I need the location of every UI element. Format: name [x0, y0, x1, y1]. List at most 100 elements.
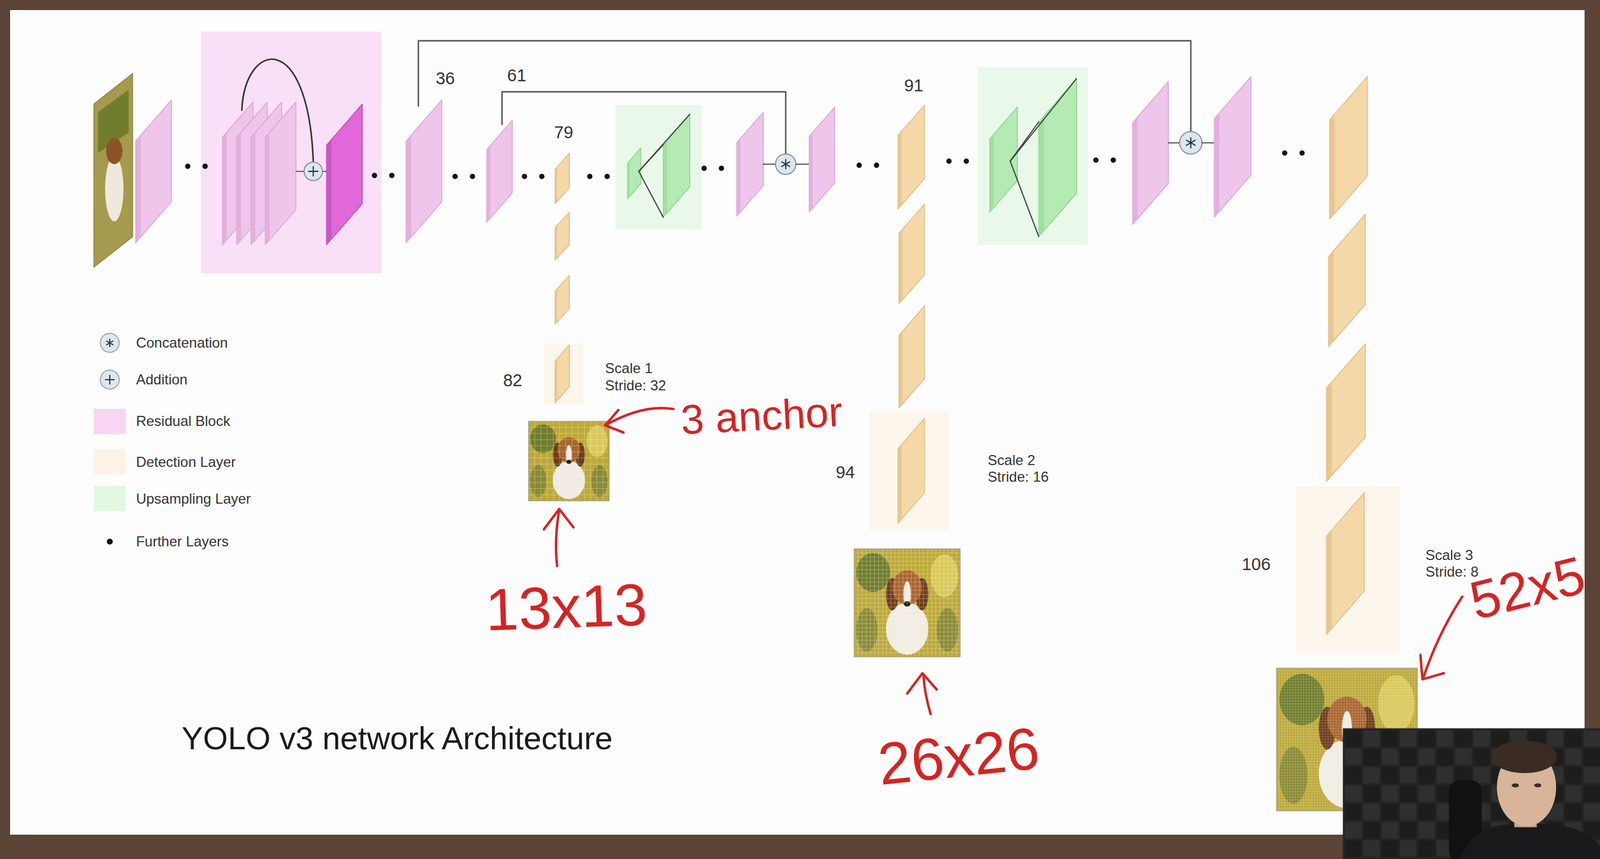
- operation-symbol: [100, 333, 120, 353]
- further-layers-dot: [604, 173, 611, 180]
- acoustic-foam: [1418, 730, 1436, 748]
- acoustic-foam: [1363, 804, 1380, 821]
- acoustic-foam: [1381, 822, 1399, 840]
- grid-line: [927, 548, 928, 657]
- layer-number: 82: [503, 370, 523, 392]
- detection-layer-edge: [1329, 113, 1335, 220]
- annotation-arrow: [556, 510, 560, 567]
- acoustic-foam: [1381, 730, 1399, 748]
- conv-layer: [736, 112, 764, 217]
- further-layers-dot: [946, 158, 952, 164]
- input-image: [93, 73, 133, 268]
- annotation: 3 anchor: [679, 386, 844, 445]
- layer-number: 106: [1241, 554, 1271, 576]
- grid-line: [590, 421, 592, 501]
- further-layers-dot: [1110, 157, 1116, 163]
- legend-label: Further Layers: [135, 533, 229, 551]
- residual-layer-edge: [236, 132, 241, 246]
- detection-layer: [554, 153, 570, 205]
- further-layers-dot: [873, 162, 879, 168]
- legend-label: Concatenation: [135, 334, 228, 352]
- acoustic-foam: [1344, 730, 1362, 748]
- legend-swatch: [93, 408, 126, 435]
- acoustic-foam: [1473, 748, 1491, 766]
- upsample-line: [1010, 161, 1039, 237]
- scale-label: Scale 1 Stride: 32: [605, 360, 683, 395]
- concat-wire: [763, 163, 776, 165]
- grid-line: [534, 421, 536, 501]
- legend-entry: Residual Block: [93, 408, 231, 435]
- grid-line: [528, 439, 610, 441]
- grid-line: [915, 548, 916, 657]
- dog-grid-image: [1276, 668, 1418, 812]
- slide-background: [10, 10, 1585, 836]
- annotation: 52x5: [1463, 543, 1592, 634]
- grid-line: [943, 548, 945, 657]
- acoustic-foam: [1381, 840, 1399, 858]
- acoustic-foam: [1455, 730, 1472, 748]
- foliage: [529, 465, 546, 498]
- acoustic-foam: [1400, 804, 1417, 821]
- grid-line: [546, 421, 548, 501]
- acoustic-foam: [1455, 748, 1472, 766]
- grid-line: [919, 548, 920, 657]
- grid-line: [854, 644, 961, 646]
- annotation-arrow: [1423, 597, 1463, 678]
- residual-block-region: [201, 31, 382, 273]
- detection-layer-edge: [1326, 529, 1332, 635]
- grid-line: [528, 451, 610, 453]
- conv-layer-edge: [135, 135, 141, 243]
- image-background: [1276, 668, 1418, 812]
- grid-line: [602, 421, 604, 501]
- residual-shortcut: [241, 59, 313, 162]
- acoustic-foam: [1344, 785, 1362, 803]
- grid-line: [528, 464, 610, 465]
- grid-line: [528, 433, 610, 434]
- grid-line: [854, 602, 961, 604]
- layer-number: 36: [435, 68, 455, 90]
- detection-layer: [899, 204, 925, 305]
- acoustic-foam: [1583, 730, 1600, 748]
- residual-wire: [296, 170, 305, 173]
- residual-output-layer: [326, 103, 363, 245]
- legend-entry: Detection Layer: [93, 449, 236, 476]
- concat-wire: [1168, 142, 1180, 144]
- acoustic-foam: [1363, 822, 1380, 840]
- foliage: [856, 608, 878, 652]
- further-layers-dot: [1281, 150, 1288, 156]
- dog-grid-image: [528, 421, 610, 501]
- layer-number: 91: [903, 75, 923, 97]
- annotation-arrow: [605, 408, 674, 426]
- grid-line: [528, 458, 610, 459]
- annotation: 13x13: [484, 568, 649, 646]
- legend-label: Upsampling Layer: [135, 490, 251, 508]
- detection-region: [1296, 486, 1400, 653]
- acoustic-foam: [1583, 767, 1600, 784]
- residual-layer-edge: [251, 132, 256, 246]
- conv-layer-edge: [736, 138, 741, 217]
- residual-layer: [265, 102, 297, 246]
- acoustic-foam: [1473, 767, 1491, 784]
- upsample-line: [638, 114, 690, 172]
- layer-number: 94: [835, 462, 855, 484]
- scale-label: Scale 2 Stride: 16: [987, 452, 1065, 487]
- grid-line: [854, 640, 961, 641]
- person-eye: [1511, 783, 1519, 788]
- image-border: [854, 548, 961, 657]
- acoustic-foam: [1344, 804, 1362, 821]
- dot-symbol: [106, 538, 113, 545]
- upsample-layer-edge: [989, 134, 994, 212]
- further-layers-dot: [470, 173, 476, 180]
- acoustic-foam: [1418, 804, 1436, 821]
- grid-line: [528, 488, 610, 490]
- conv-layer-edge: [1132, 116, 1138, 225]
- detection-layer-edge: [554, 289, 557, 325]
- grid-line: [931, 548, 932, 657]
- acoustic-foam: [1400, 767, 1417, 784]
- concat-wire: [1201, 142, 1215, 144]
- detection-layer: [1329, 76, 1368, 220]
- acoustic-foam: [1583, 748, 1600, 766]
- upsample-line: [638, 171, 663, 218]
- legend-entry: Concatenation: [93, 329, 228, 357]
- residual-output-layer-edge: [326, 139, 332, 246]
